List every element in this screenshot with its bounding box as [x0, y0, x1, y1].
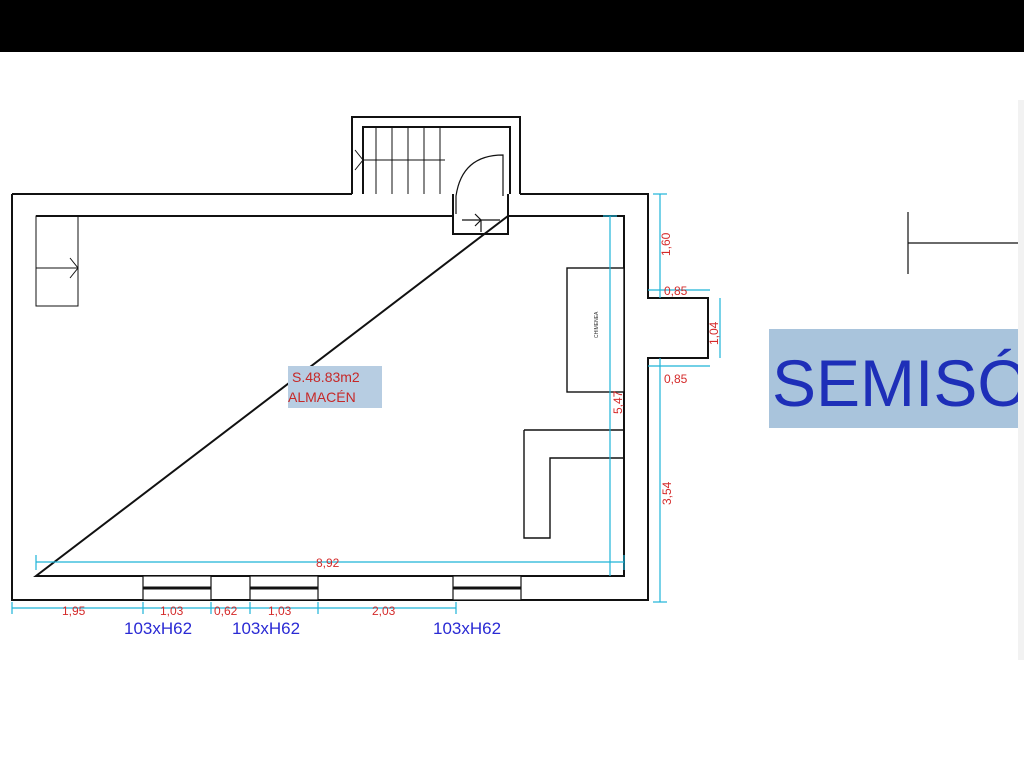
- dim-chimney-bottom: 0,85: [664, 372, 688, 386]
- top-black-band: [0, 0, 1024, 52]
- dim-top-right: 1,60: [659, 232, 673, 256]
- dim-bottom-seg-4: 1,03: [268, 604, 292, 618]
- chimney: [566, 267, 625, 393]
- sheet-edge: [1018, 100, 1024, 660]
- dim-chimney-top: 0,85: [664, 284, 688, 298]
- dimension-lines: [11, 193, 721, 614]
- outer-wall: [11, 193, 709, 601]
- stair-box: [351, 116, 521, 194]
- level-title-box: [769, 329, 1024, 428]
- windows-in-wall: [142, 575, 522, 601]
- room-surface: S.48.83m2: [292, 369, 360, 385]
- door-recess: [452, 194, 509, 235]
- dim-bottom-seg-2: 1,03: [160, 604, 184, 618]
- adjacent-plan-fragment: [907, 212, 1024, 274]
- level-title: SEMISÓ: [772, 346, 1024, 420]
- dim-bottom-seg-5: 2,03: [372, 604, 396, 618]
- bottom-band: [0, 660, 1024, 768]
- dim-lower-right: 3,54: [660, 481, 674, 505]
- dim-total-width: 8,92: [316, 556, 340, 570]
- door-swing: [455, 154, 504, 232]
- room-name: ALMACÉN: [288, 389, 356, 405]
- window-label-1: 103xH62: [124, 619, 192, 638]
- inner-wall: [33, 215, 625, 577]
- room-label-highlight: [288, 366, 382, 408]
- l-counter: [523, 429, 624, 539]
- window-label-2: 103xH62: [232, 619, 300, 638]
- dim-bottom-seg-3: 0,62: [214, 604, 238, 618]
- chimney-label: CHIMENEA: [594, 311, 600, 338]
- dim-height-right: 5,47: [611, 390, 625, 414]
- window-label-3: 103xH62: [433, 619, 501, 638]
- shaft: [35, 215, 79, 307]
- dim-chimney-depth: 1,04: [707, 321, 721, 345]
- dim-bottom-seg-1: 1,95: [62, 604, 86, 618]
- stair-steps: [354, 127, 445, 194]
